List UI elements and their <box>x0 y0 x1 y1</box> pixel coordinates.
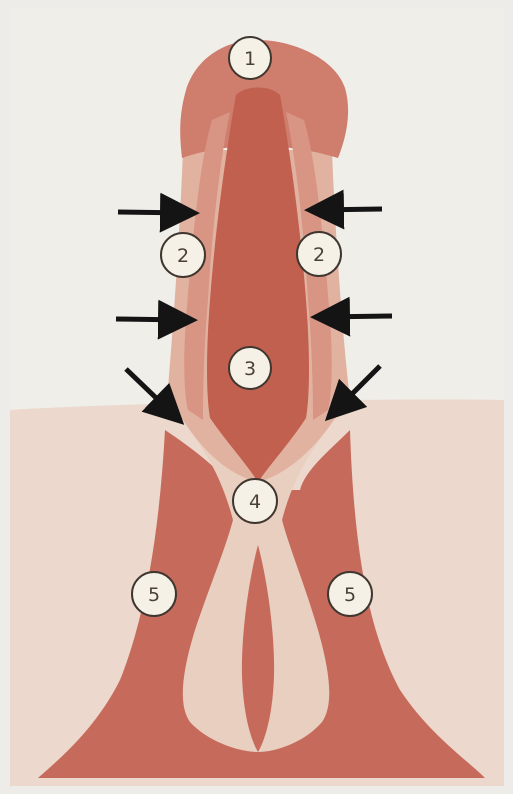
marker-4-label: 4 <box>249 491 261 513</box>
marker-4: 4 <box>233 479 277 523</box>
marker-2-right: 2 <box>297 232 341 276</box>
arrow-middle-left <box>116 319 188 320</box>
marker-2-left-label: 2 <box>177 245 189 267</box>
marker-5-right-label: 5 <box>344 584 356 606</box>
marker-3-label: 3 <box>244 358 256 380</box>
arrow-upper-right <box>314 209 382 210</box>
marker-5-left-label: 5 <box>148 584 160 606</box>
arrow-upper-left <box>118 212 190 213</box>
marker-5-left: 5 <box>132 572 176 616</box>
marker-5-right: 5 <box>328 572 372 616</box>
arrow-middle-right <box>320 316 392 317</box>
marker-1: 1 <box>229 37 271 79</box>
marker-3: 3 <box>229 347 271 389</box>
marker-1-label: 1 <box>244 48 256 70</box>
marker-2-right-label: 2 <box>313 244 325 266</box>
marker-2-left: 2 <box>161 233 205 277</box>
